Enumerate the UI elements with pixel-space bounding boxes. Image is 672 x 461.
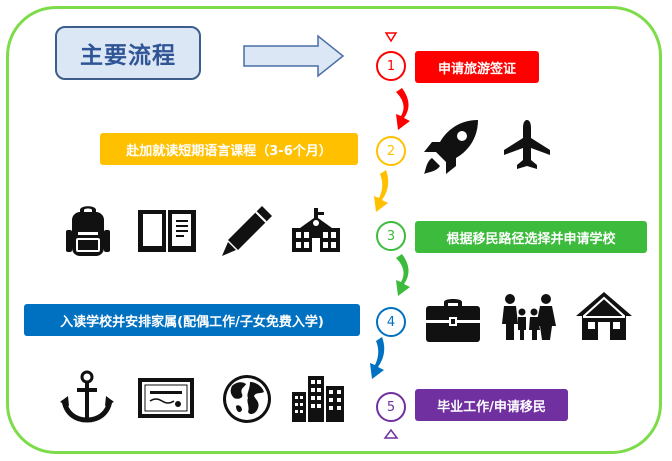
- step-3-number: 3: [376, 221, 406, 251]
- step-1-number: 1: [376, 51, 406, 81]
- step-5-number: 5: [376, 392, 406, 422]
- step-1-label: 申请旅游签证: [415, 51, 539, 83]
- title-arrow-icon: [243, 34, 345, 78]
- rocket-icon: [424, 120, 478, 174]
- page-title: 主要流程: [55, 26, 201, 80]
- school-icon: [292, 208, 340, 252]
- arrow-3-4-icon: [396, 254, 410, 296]
- step-5-label: 毕业工作/申请移民: [415, 389, 568, 421]
- briefcase-icon: [426, 299, 480, 342]
- city-icon: [292, 376, 344, 422]
- bottom-marker-icon: [383, 428, 399, 439]
- step-4-number: 4: [376, 307, 406, 337]
- step-3-label: 根据移民路径选择并申请学校: [415, 221, 647, 253]
- book-icon: [138, 210, 196, 252]
- certificate-icon: [138, 378, 194, 418]
- rounded-frame: [6, 6, 662, 454]
- globe-icon: [223, 375, 271, 423]
- airplane-icon: [504, 120, 550, 169]
- house-icon: [576, 292, 632, 340]
- step-2-label: 赴加就读短期语言课程（3-6个月）: [100, 133, 358, 165]
- top-marker-icon: [384, 32, 398, 43]
- arrow-2-3-icon: [374, 170, 389, 212]
- anchor-icon: [60, 370, 114, 423]
- arrow-1-2-icon: [396, 88, 410, 130]
- step-2-number: 2: [376, 136, 406, 166]
- step-4-label: 入读学校并安排家属(配偶工作/子女免费入学): [24, 304, 360, 336]
- family-icon: [502, 294, 556, 340]
- arrow-4-5-icon: [370, 337, 385, 379]
- backpack-icon: [66, 206, 110, 256]
- pencil-icon: [222, 206, 272, 256]
